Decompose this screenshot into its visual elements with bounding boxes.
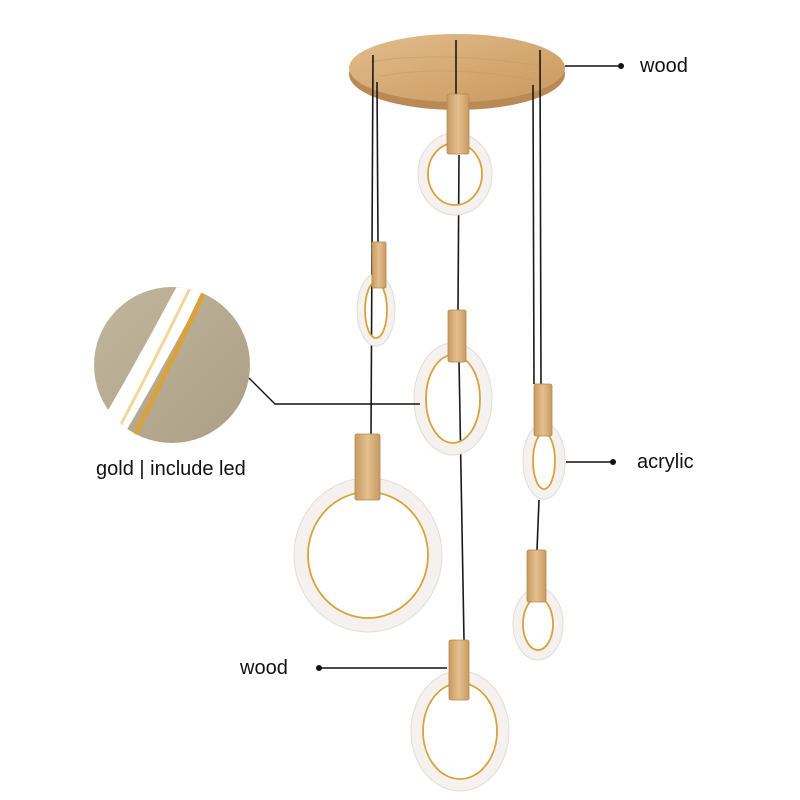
ceiling-canopy (349, 34, 565, 110)
label-wood-block: wood (240, 657, 288, 679)
suspension-cables (370, 40, 542, 641)
wood-blocks (354, 93, 553, 701)
acrylic-rings (293, 132, 566, 792)
label-wood-canopy: wood (640, 55, 688, 77)
callout-dots (316, 63, 624, 671)
callout-lines (248, 65, 621, 669)
label-acrylic: acrylic (637, 451, 694, 473)
gold-led-detail-swatch (94, 287, 250, 443)
label-gold-include-led: gold | include led (96, 458, 246, 480)
